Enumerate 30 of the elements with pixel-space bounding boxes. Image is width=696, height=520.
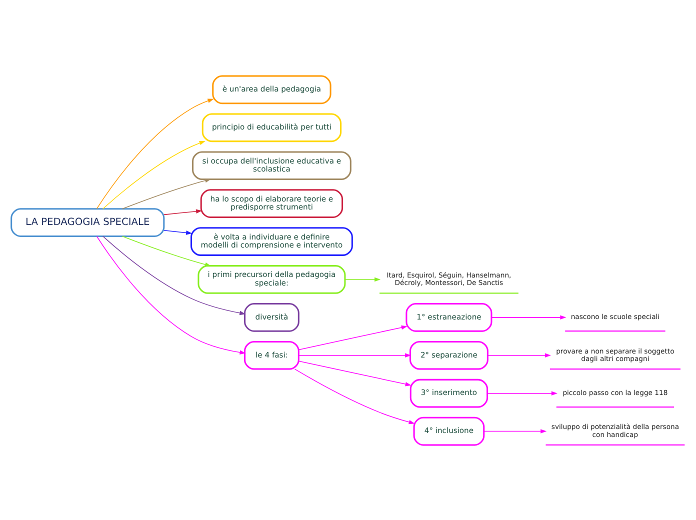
node-box: 3° inserimento xyxy=(410,378,488,408)
node-box: 2° separazione xyxy=(409,340,488,370)
arrow xyxy=(484,428,547,433)
arrow xyxy=(96,98,214,209)
arrow xyxy=(298,360,412,386)
node-box: è volta a individuare e definire modelli di comprensione e intervento xyxy=(190,226,353,256)
arrow xyxy=(298,324,408,350)
arrow xyxy=(298,352,412,358)
arrow xyxy=(486,390,558,395)
arrow xyxy=(122,178,212,209)
arrow xyxy=(102,140,206,209)
arrow xyxy=(491,314,566,320)
arrow xyxy=(344,276,381,282)
node-box: diversità xyxy=(244,302,300,332)
node-box: principio di educabilità per tutti xyxy=(202,112,342,142)
node-box: i primi precursori della pedagogia speciale: xyxy=(198,264,346,294)
node-box: si occupa dell'inclusione educativa e scolastica xyxy=(192,150,352,180)
node-box: LA PEDAGOGIA SPECIALE xyxy=(10,208,165,236)
node-box: è un'area della pedagogia xyxy=(212,74,332,104)
node-box: 1° estraneazione xyxy=(406,302,492,332)
node-box: 4° inclusione xyxy=(413,416,485,446)
arrow xyxy=(102,235,246,315)
arrow xyxy=(96,236,246,354)
arrow xyxy=(164,230,192,234)
node-box: ha lo scopo di elaborare teorie e predisporre strumenti xyxy=(200,188,344,218)
arrow xyxy=(122,235,212,266)
arrow xyxy=(294,368,415,424)
arrow xyxy=(487,352,551,358)
node-box: le 4 fasi: xyxy=(244,340,300,370)
arrow xyxy=(164,208,202,215)
